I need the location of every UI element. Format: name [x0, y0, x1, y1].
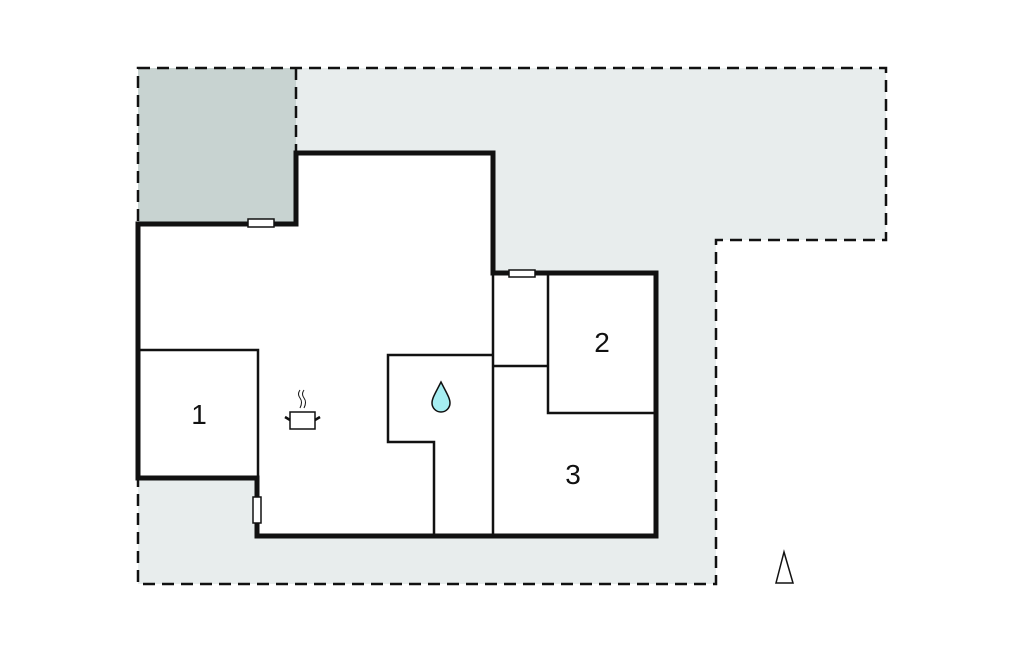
plot-boundary: [136, 66, 888, 586]
room-label-2: 2: [594, 327, 610, 358]
room-label-1: 1: [191, 399, 207, 430]
window: [508, 269, 536, 278]
water-drop-icon: [431, 380, 451, 413]
interior-walls: [138, 273, 656, 536]
room-label-3: 3: [565, 459, 581, 490]
window: [247, 218, 275, 228]
house-interior: [138, 153, 656, 536]
exterior-walls: [135, 150, 659, 539]
terrace: [138, 68, 296, 224]
north-arrow-icon: [775, 549, 794, 584]
cooking-pot-icon: [284, 389, 321, 430]
window: [252, 496, 262, 524]
